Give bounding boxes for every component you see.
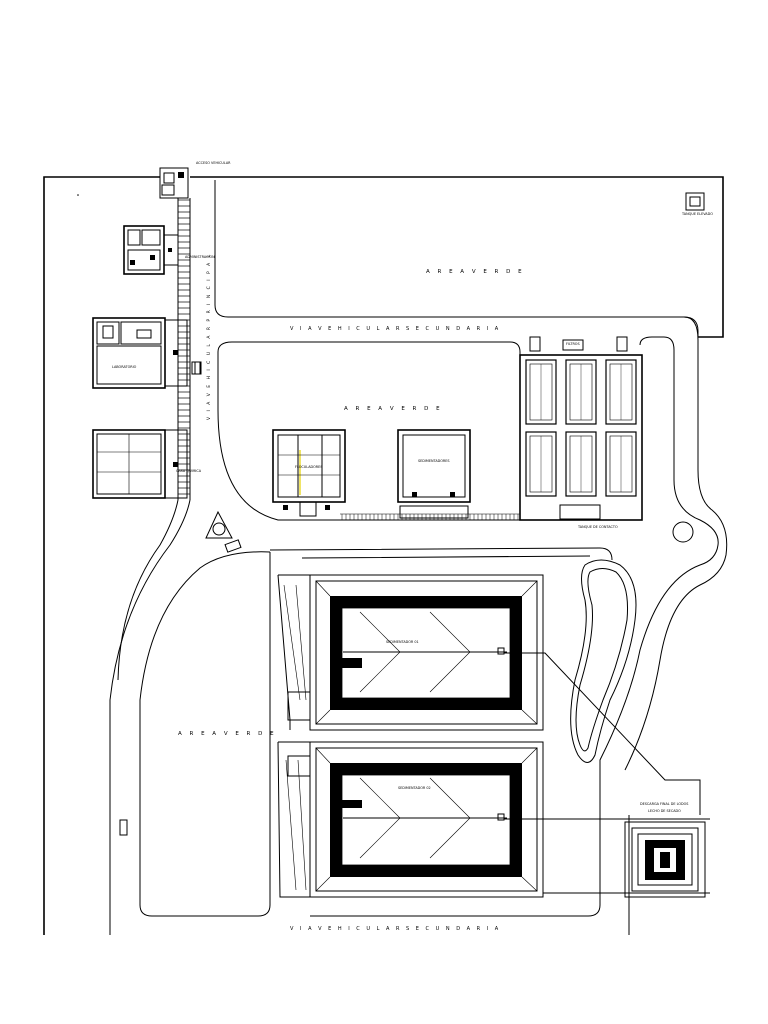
left-green-area-label: A R E A V E R D E (178, 731, 277, 737)
filter-cell (525, 431, 557, 497)
main-road-label: V I A V E H I C U L A R P R I N C I P A … (206, 253, 212, 420)
secondary-road-ring (269, 547, 613, 561)
building-casa-quimica: CASA QUIMICA (92, 429, 202, 499)
access-label: ACCESO VEHICULAR (196, 161, 231, 165)
right-road-loop-outer (624, 316, 728, 771)
left-green-area-outline (139, 551, 271, 917)
casa-quimica-label: CASA QUIMICA (176, 469, 202, 473)
lab-label: LABORATORIO (112, 365, 137, 369)
floculadores-building: FLOCULADORES (272, 429, 346, 517)
contact-tank-label: TANQUE DE CONTACTO (577, 525, 618, 529)
site-boundary (43, 176, 724, 935)
sludge-drying-bed: DESCARGA FINAL DE LODOS LECHO DE SECADO (624, 802, 706, 898)
sedimentadores-label: SEDIMENTADORES (418, 459, 450, 463)
main-corridor: V I A V E H I C U L A R P R I N C I P A … (177, 198, 212, 500)
drying-bed-label: LECHO DE SECADO (648, 809, 681, 813)
roundabout-left (205, 510, 233, 539)
middle-area-outline (217, 341, 521, 521)
boundary-wall (340, 513, 520, 521)
sedimentador-1-label: SEDIMENTADOR 01 (386, 640, 419, 644)
filter-cell (605, 431, 637, 497)
top-green-area-label: A R E A V E R D E (426, 269, 525, 275)
pipe-lines (504, 652, 710, 894)
admin-label: ADMINISTRACION (185, 255, 215, 259)
filter-cell (525, 359, 557, 425)
building-laboratorio: LABORATORIO (92, 317, 201, 389)
filter-cell (565, 359, 597, 425)
middle-green-area-label: A R E A V E R D E (344, 406, 443, 412)
roundabout-right (672, 521, 694, 543)
discharge-label: DESCARGA FINAL DE LODOS (640, 802, 688, 806)
main-road-curve (109, 499, 191, 935)
oval-pond (570, 559, 637, 763)
right-road-loop (310, 336, 719, 917)
sedimentador-2-label: SEDIMENTADOR 02 (398, 786, 431, 790)
building-administracion: ADMINISTRACION (123, 225, 215, 275)
filter-cell (605, 359, 637, 425)
filters-label: FILTROS (566, 342, 580, 346)
main-road-curve-inner (117, 499, 179, 681)
vehicle-icon (119, 361, 242, 836)
filter-cell (565, 431, 597, 497)
elevated-tank: TANQUE ELEVADO (681, 192, 713, 216)
secondary-road-top-label: V I A V E H I C U L A R S E C U N D A R … (290, 326, 501, 332)
secondary-road-bottom-label: V I A V E H I C U L A R S E C U N D A R … (290, 926, 501, 932)
top-green-area-outline (214, 180, 699, 337)
access-gate: ACCESO VEHICULAR (159, 161, 231, 199)
sedimentadores-building: SEDIMENTADORES (397, 429, 471, 519)
sedimentation-pond-2: SEDIMENTADOR 02 (309, 741, 544, 898)
filters-block: FILTROS TANQUE DE CONTACTO (519, 336, 643, 529)
elevated-tank-label: TANQUE ELEVADO (681, 212, 713, 216)
inlet-channels (277, 574, 311, 898)
floculadores-label: FLOCULADORES (295, 465, 322, 469)
